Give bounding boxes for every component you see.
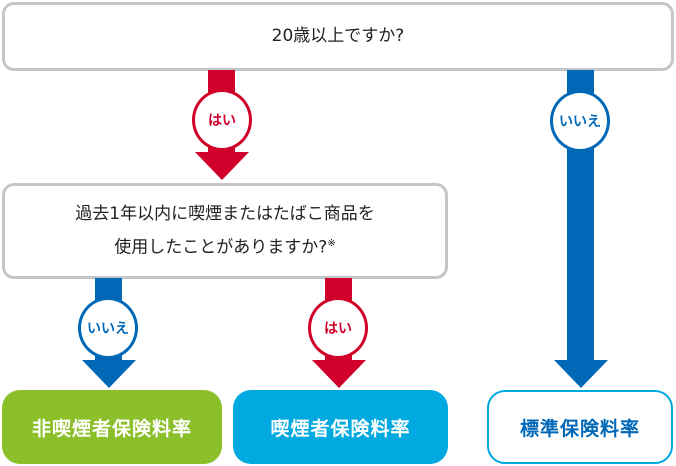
yes-badge: はい bbox=[192, 89, 252, 151]
yes-arrow-head-2 bbox=[312, 360, 366, 388]
no-badge-2: いいえ bbox=[78, 297, 138, 359]
result-non-smoker-label: 非喫煙者保険料率 bbox=[31, 417, 192, 440]
question-age-box: 20歳以上ですか? bbox=[2, 2, 674, 71]
no-arrow-head bbox=[554, 360, 608, 388]
yes-label: はい bbox=[208, 113, 236, 129]
result-smoker: 喫煙者保険料率 bbox=[233, 390, 448, 464]
result-smoker-label: 喫煙者保険料率 bbox=[270, 417, 411, 440]
no-label: いいえ bbox=[559, 114, 601, 130]
result-non-smoker: 非喫煙者保険料率 bbox=[2, 390, 222, 464]
yes-arrow-head bbox=[195, 152, 249, 180]
note-mark: ※ bbox=[327, 237, 336, 249]
no-label-2: いいえ bbox=[87, 321, 129, 337]
no-badge: いいえ bbox=[550, 90, 610, 152]
no-arrow-head-2 bbox=[82, 360, 136, 388]
question-age-text: 20歳以上ですか? bbox=[271, 26, 405, 46]
yes-badge-2: はい bbox=[308, 297, 368, 359]
question-smoking-line2: 使用したことがありますか? bbox=[114, 237, 328, 258]
question-smoking-line1: 過去1年以内に喫煙またはたばこ商品を bbox=[75, 203, 375, 224]
yes-label-2: はい bbox=[324, 321, 352, 337]
question-smoking-box: 過去1年以内に喫煙またはたばこ商品を 使用したことがありますか?※ bbox=[2, 183, 448, 279]
result-standard: 標準保険料率 bbox=[487, 390, 673, 464]
result-standard-label: 標準保険料率 bbox=[519, 417, 640, 440]
